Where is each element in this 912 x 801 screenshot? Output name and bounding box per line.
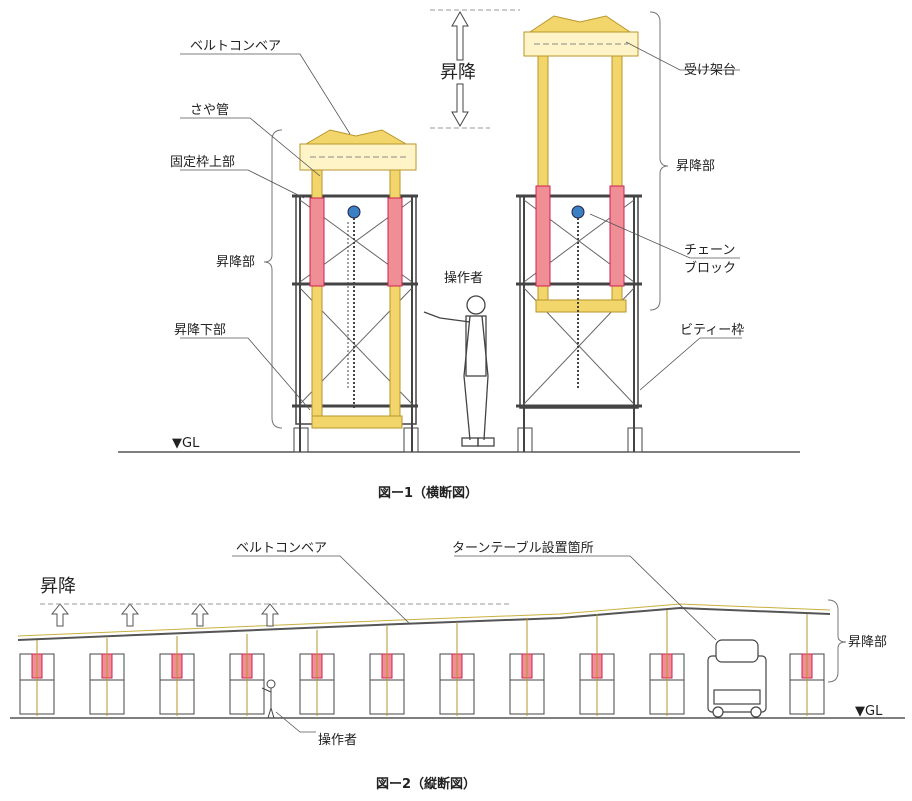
- fig2-label-lift-part: 昇降部: [848, 635, 887, 650]
- lift-arrow-fig1: 昇降: [430, 9, 520, 129]
- label-saya-kan: さや管: [190, 103, 229, 118]
- operator-figure-1: [423, 295, 495, 447]
- operator-figure-2: [261, 679, 276, 719]
- fig2-label-belt-conveyor: ベルトコンベア: [236, 541, 327, 556]
- bracket-lift-left: [263, 129, 283, 429]
- label-fixed-frame-top: 固定枠上部: [170, 155, 235, 170]
- fig2-lift-label: 昇降: [40, 576, 76, 597]
- fig2-ground-label: ▼GL: [855, 704, 883, 719]
- fig2-label-turntable: ターンテーブル設置箇所: [452, 540, 594, 556]
- right-tower: [516, 15, 643, 453]
- label-block: ブロック: [684, 260, 736, 276]
- fig1-ground-label: ▼GL: [172, 436, 200, 451]
- conveyor-line-fig2: [17, 606, 831, 641]
- label-lift-part-right: 昇降部: [676, 159, 715, 174]
- bracket-lift-fig2: [827, 599, 847, 683]
- label-chain: チェーン: [684, 243, 735, 258]
- label-pity-frame: ビティー枠: [680, 323, 744, 338]
- label-receiving-stand: 受け架台: [684, 63, 736, 78]
- towers-fig2: [19, 610, 825, 716]
- label-operator-fig1: 操作者: [444, 270, 483, 286]
- label-lift-part-left: 昇降部: [216, 255, 255, 270]
- label-belt-conveyor: ベルトコンベア: [190, 39, 281, 54]
- left-tower: [292, 129, 419, 453]
- fig2-caption: 図ー2（縦断図）: [376, 776, 476, 792]
- fig1-lift-label: 昇降: [440, 62, 476, 83]
- fig2-label-operator: 操作者: [318, 732, 357, 748]
- bracket-lift-right: [649, 11, 669, 311]
- fig1-caption: 図ー1（横断図）: [378, 485, 478, 501]
- lift-arrows-fig2: [50, 603, 280, 627]
- truck-turntable: [707, 639, 767, 718]
- label-lift-lower: 昇降下部: [174, 323, 226, 338]
